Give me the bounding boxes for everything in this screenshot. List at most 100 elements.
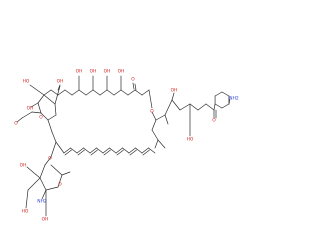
amino-group-label: NH2 (37, 199, 47, 205)
polyene-chain (115, 147, 123, 154)
macrolide-ester-segment (148, 89, 153, 109)
benzene-ring (214, 91, 223, 97)
carbonyl-oxygen-label: O (212, 118, 216, 124)
polyene-chain (70, 147, 78, 154)
sugar-ring (39, 164, 46, 179)
bond-skeleton (16, 75, 231, 217)
double-bond (129, 149, 137, 156)
macrolide-left-edge (55, 141, 65, 154)
benzene-ring (221, 103, 230, 109)
amino-bond (41, 189, 47, 200)
hydroxyl-label: OH (90, 69, 97, 75)
side-chain (164, 99, 173, 116)
glycoside-bond (50, 141, 57, 158)
carbonyl-oxygen-label: O (131, 77, 135, 83)
hydroxyl-bond (54, 85, 61, 105)
sugar-ring (57, 174, 63, 188)
methyl-bond (157, 139, 166, 149)
carbonyl-oxygen-label: O (14, 121, 18, 127)
carboxyl-bond (21, 111, 33, 119)
hydroxyl-label: OH (27, 106, 34, 112)
macrolide-upper-chain (50, 89, 59, 96)
polyene-chain (128, 147, 136, 154)
macrolide-ester-segment (141, 89, 150, 96)
polyene-chain (102, 147, 110, 154)
hemiketal-ring (54, 103, 57, 116)
macrolide-upper-chain (99, 89, 108, 96)
hydroxyl-label: HO (23, 79, 30, 85)
benzene-ring (214, 103, 223, 109)
macrolide-upper-chain (113, 89, 122, 96)
polyene-chain (63, 147, 71, 154)
side-chain (179, 103, 191, 111)
hydroxyl-label: HO (22, 209, 29, 215)
carbonyl-bond (134, 83, 137, 91)
atom-labels: HO OH OH OH OH OH O OH O O O OH HO O O O… (14, 69, 239, 223)
macrolide-upper-chain (85, 89, 94, 96)
hydroxyl-bond (25, 189, 29, 209)
polyene-chain (109, 147, 117, 154)
hydroxyl-bond (57, 84, 61, 91)
carboxyl-bond (16, 117, 23, 123)
hydroxyl-bond (29, 84, 45, 96)
double-bond (90, 149, 98, 156)
polyene-chain (135, 147, 143, 154)
hydroxyl-label: OH (57, 79, 64, 85)
hydroxyl-label: OH (104, 69, 111, 75)
aniline-amino-label: NH2 (229, 96, 239, 102)
aryl-bond (213, 103, 216, 111)
hydroxyl-label: OH (118, 69, 125, 75)
hemiketal-ring (47, 114, 57, 121)
lactone-oxygen-label: O (150, 109, 154, 115)
hydroxyl-label: OH (42, 217, 49, 223)
polyene-chain (148, 147, 156, 154)
macrolide-right-edge (154, 139, 159, 149)
macrolide-upper-chain (64, 89, 73, 96)
glycoside-oxygen-label: O (48, 156, 52, 162)
sugar-ring (39, 177, 47, 191)
polyene-chain (89, 147, 97, 154)
amino-bond (228, 98, 231, 105)
hemiketal-ring (37, 94, 45, 104)
hydroxyl-label: OH (76, 69, 83, 75)
molecule-structure: HO OH OH OH OH OH O OH O O O OH HO O O O… (14, 69, 239, 223)
macrolide-upper-chain (106, 89, 115, 96)
carboxyl-bond (31, 111, 42, 114)
hydroxyl-label: OH (171, 88, 178, 94)
hydroxyl-bond (30, 102, 39, 108)
macrolide-upper-chain (57, 89, 66, 96)
macrolide-upper-chain (92, 89, 101, 96)
sugar-ring-oxygen-label: O (58, 182, 62, 188)
hemiketal-ring (40, 112, 49, 121)
methyl-bond (61, 171, 71, 176)
ring-oxygen-label: O (39, 115, 43, 121)
sugar-ring (50, 164, 63, 176)
macrolide-upper-chain (78, 89, 87, 96)
double-bond (142, 149, 150, 156)
macrolide-left-edge (51, 131, 57, 143)
hemiketal-ring (37, 102, 42, 114)
macrolide-ester-segment (127, 89, 136, 96)
sugar-ring (44, 156, 52, 166)
macrolide-left-edge (47, 119, 53, 133)
side-chain (205, 103, 215, 111)
hydroxyl-bond (171, 92, 175, 101)
polyene-chain (83, 147, 91, 154)
double-bond (64, 149, 72, 156)
polyene-chain (76, 147, 84, 154)
macrolide-right-edge (151, 111, 157, 121)
macrolide-upper-chain (71, 89, 80, 96)
macrolide-right-edge (151, 129, 159, 141)
side-chain (171, 99, 181, 111)
carbonyl-bond (132, 82, 135, 90)
side-chain (197, 103, 207, 111)
methyl-bond (164, 114, 169, 125)
macrolide-ester-segment (134, 89, 143, 96)
hydroxyl-bond (26, 166, 41, 179)
macrolide-upper-chain (43, 89, 52, 96)
sugar-ring (45, 186, 59, 191)
macrolide-ester-segment (120, 89, 129, 96)
hemiketal-ring (43, 94, 56, 105)
benzene-ring (221, 91, 230, 97)
sugar-bond (27, 177, 41, 191)
